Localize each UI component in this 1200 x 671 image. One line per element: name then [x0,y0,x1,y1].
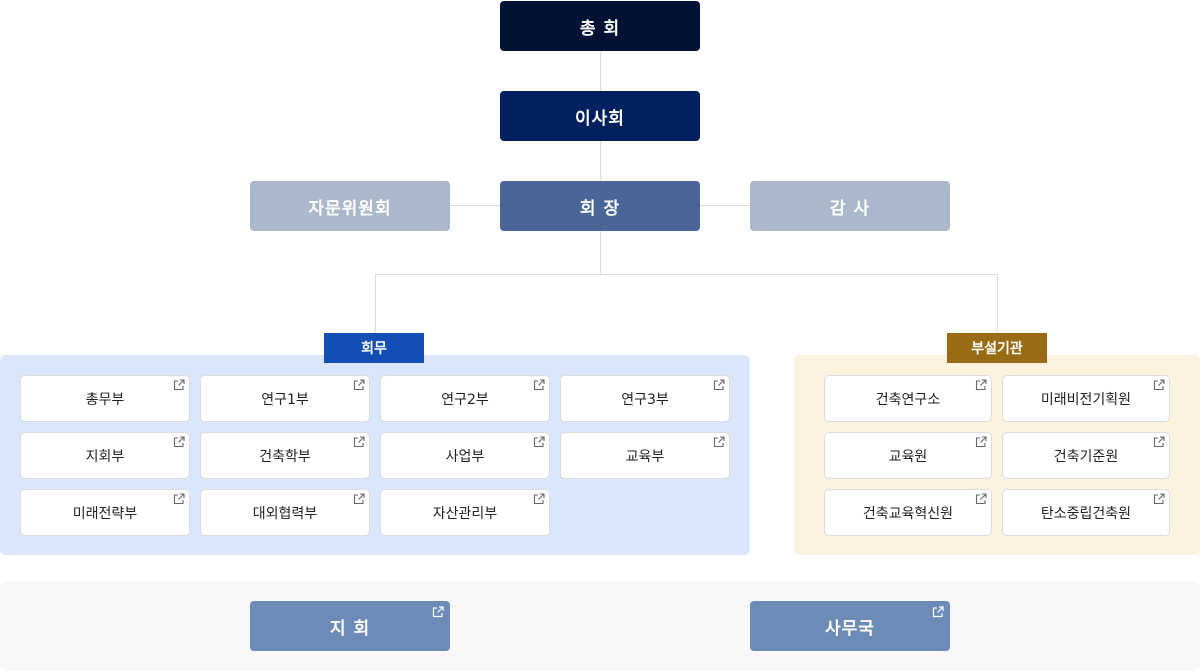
external-link-icon [1153,379,1165,391]
org-unit-link[interactable]: 건축기준원 [1002,432,1170,479]
org-unit-label: 지회부 [85,448,125,465]
org-unit-link[interactable]: 연구2부 [380,375,550,422]
board-box: 이사회 [500,91,700,141]
org-unit-label: 연구2부 [441,391,489,408]
bottom-panel [0,581,1200,671]
branches-button[interactable]: 지 회 [250,601,450,651]
external-link-icon [533,436,545,448]
org-unit-label: 자산관리부 [432,505,498,522]
org-unit-label: 연구3부 [621,391,669,408]
org-unit-link[interactable]: 건축교육혁신원 [824,489,992,536]
org-unit-label: 교육원 [888,448,928,465]
org-unit-link[interactable]: 미래전략부 [20,489,190,536]
org-unit-label: 건축학부 [259,448,311,465]
org-unit-label: 연구1부 [261,391,309,408]
connector-left [375,274,376,334]
external-link-icon [173,493,185,505]
secretariat-button[interactable]: 사무국 [750,601,950,651]
external-link-icon [533,379,545,391]
external-link-icon [353,379,365,391]
org-unit-link[interactable]: 사업부 [380,432,550,479]
org-unit-link[interactable]: 교육부 [560,432,730,479]
org-unit-label: 대외협력부 [252,505,318,522]
external-link-icon [713,379,725,391]
external-link-icon [1153,436,1165,448]
external-link-icon [432,606,444,618]
external-link-icon [533,493,545,505]
org-unit-link[interactable]: 탄소중립건축원 [1002,489,1170,536]
org-unit-label: 건축연구소 [875,391,941,408]
audit-box: 감 사 [750,181,950,231]
external-link-icon [1153,493,1165,505]
org-unit-link[interactable]: 총무부 [20,375,190,422]
branches-label: 지 회 [329,618,371,639]
org-unit-label: 미래비전기획원 [1040,391,1132,408]
external-link-icon [353,436,365,448]
org-unit-label: 총무부 [85,391,125,408]
org-unit-label: 교육부 [625,448,665,465]
external-link-icon [173,436,185,448]
org-unit-link[interactable]: 교육원 [824,432,992,479]
org-unit-label: 미래전략부 [72,505,138,522]
org-unit-link[interactable]: 지회부 [20,432,190,479]
org-unit-label: 건축기준원 [1053,448,1119,465]
org-unit-link[interactable]: 연구1부 [200,375,370,422]
org-unit-label: 탄소중립건축원 [1040,505,1132,522]
org-unit-link[interactable]: 자산관리부 [380,489,550,536]
org-unit-link[interactable]: 미래비전기획원 [1002,375,1170,422]
org-unit-link[interactable]: 건축학부 [200,432,370,479]
general-assembly-box: 총 회 [500,1,700,51]
external-link-icon [975,436,987,448]
org-unit-label: 건축교육혁신원 [862,505,954,522]
advisory-committee-box: 자문위원회 [250,181,450,231]
president-box: 회 장 [500,181,700,231]
external-link-icon [932,606,944,618]
org-unit-link[interactable]: 건축연구소 [824,375,992,422]
affiliated-badge: 부설기관 [947,333,1047,363]
external-link-icon [173,379,185,391]
external-link-icon [975,379,987,391]
connector-right [997,274,998,334]
org-unit-link[interactable]: 대외협력부 [200,489,370,536]
secretariat-label: 사무국 [825,618,875,639]
affairs-badge: 회무 [324,333,424,363]
connector-vertical [600,50,601,274]
external-link-icon [975,493,987,505]
connector-horizontal [375,274,998,275]
org-unit-label: 사업부 [445,448,485,465]
external-link-icon [713,436,725,448]
external-link-icon [353,493,365,505]
org-unit-link[interactable]: 연구3부 [560,375,730,422]
